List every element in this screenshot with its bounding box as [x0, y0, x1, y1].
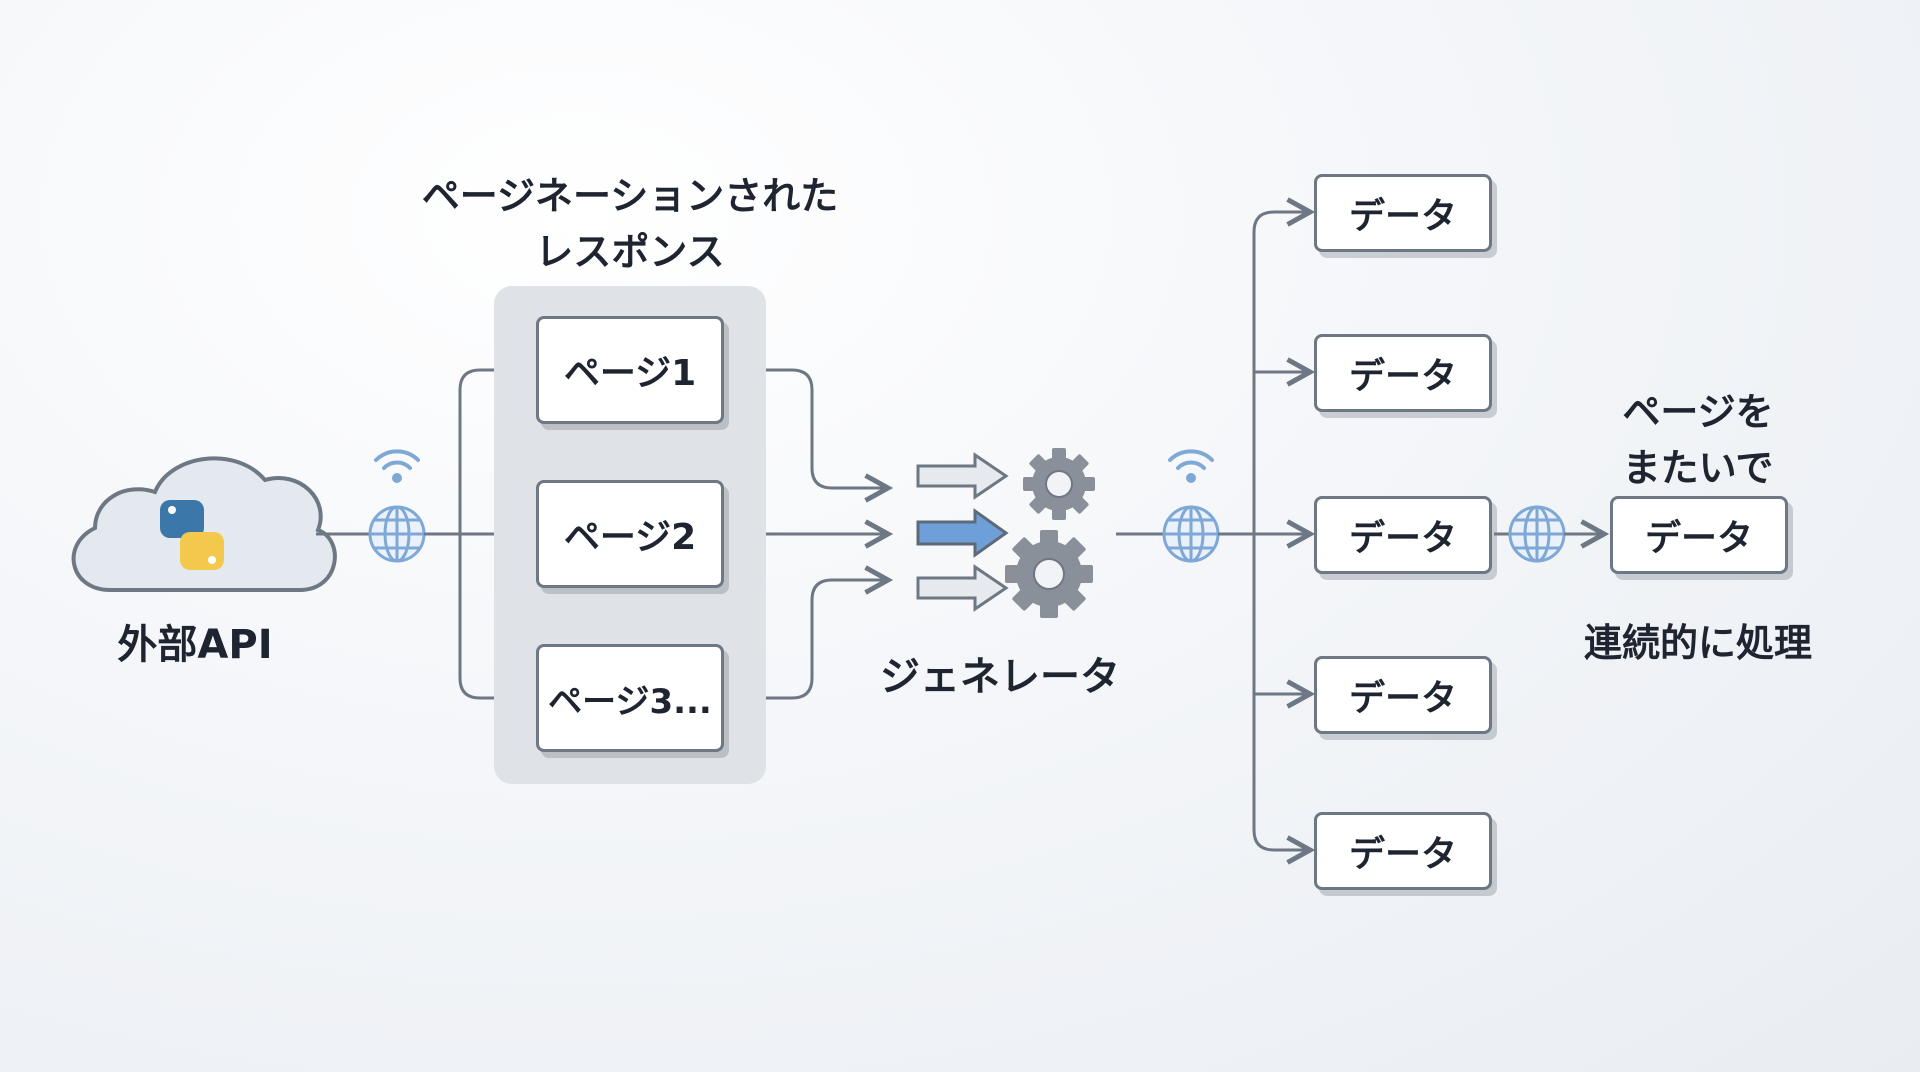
data-box-5: データ [1314, 812, 1492, 890]
across-pages-line2: またいで [1622, 446, 1774, 490]
data-box-2: データ [1314, 334, 1492, 412]
data-box-4: データ [1314, 656, 1492, 734]
final-data-box: データ [1610, 496, 1788, 574]
globe-icon [368, 505, 426, 563]
wifi-icon [374, 449, 420, 483]
python-logo-icon [160, 500, 224, 570]
generator-label: ジェネレータ [880, 654, 1120, 700]
block-arrow-icon [916, 452, 1009, 500]
page-box-1: ページ1 [536, 316, 724, 424]
block-arrow-icon [916, 564, 1009, 612]
across-pages-line1: ページを [1622, 390, 1774, 434]
cloud-icon [71, 456, 337, 592]
paginated-response-title: ページネーションされた レスポンス [400, 168, 860, 280]
across-pages-label: ページを またいで [1578, 384, 1818, 496]
globe-icon [1508, 505, 1566, 563]
external-api-label: 外部API [117, 622, 273, 668]
gear-small-icon [1023, 448, 1095, 520]
data-box-3: データ [1314, 496, 1492, 574]
continuous-processing-label: 連続的に処理 [1583, 621, 1812, 665]
block-arrow-highlight-icon [916, 508, 1009, 558]
data-box-1: データ [1314, 174, 1492, 252]
connector-fanout-data [1218, 212, 1310, 850]
paginated-response-line1: ページネーションされた [421, 174, 839, 218]
paginated-response-line2: レスポンス [535, 230, 725, 274]
gear-large-icon [1005, 530, 1093, 618]
page-box-3: ページ3... [536, 644, 724, 752]
globe-icon [1162, 505, 1220, 563]
wifi-icon [1168, 449, 1214, 483]
page-box-2: ページ2 [536, 480, 724, 588]
